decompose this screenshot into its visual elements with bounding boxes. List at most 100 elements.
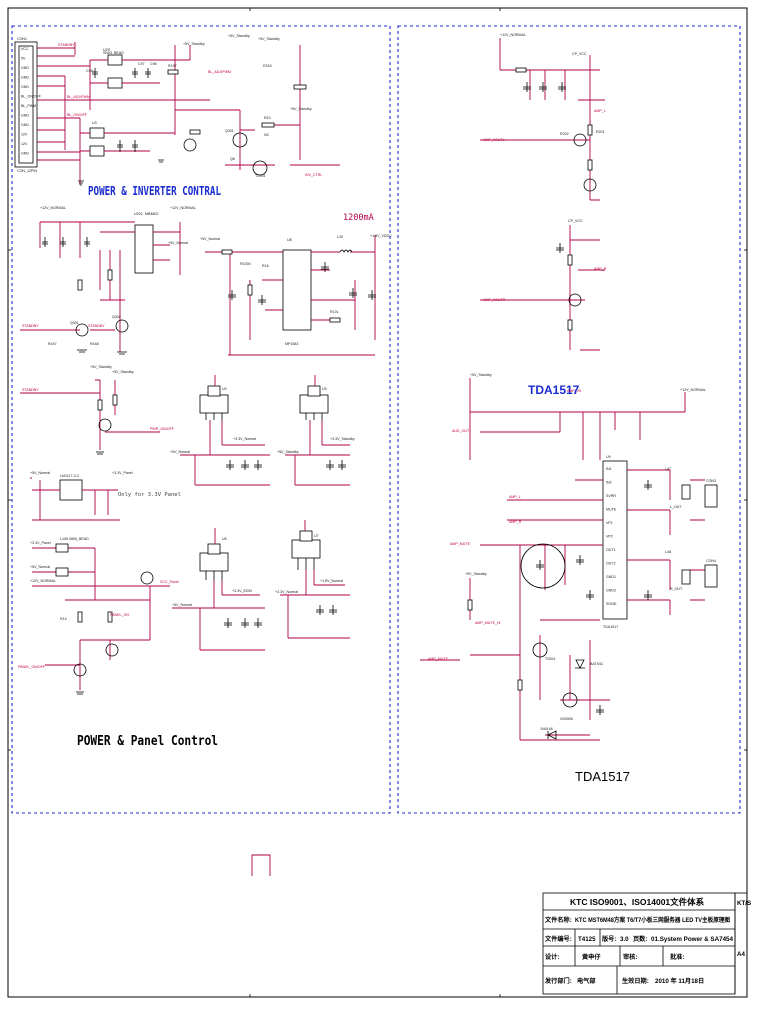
tb-doc-name: KTC MST6M48方案 T6/T7小板三网服务器 LED TV主板原理图 xyxy=(575,916,730,924)
svg-text:+3.3V_Normal: +3.3V_Normal xyxy=(233,437,256,441)
svg-text:AMP_AOUTL: AMP_AOUTL xyxy=(483,138,505,142)
right-region-box xyxy=(397,25,741,814)
outer-frame xyxy=(7,7,748,998)
tda-pin-label: SVRR xyxy=(606,494,616,498)
svg-text:T2004: T2004 xyxy=(255,174,265,178)
svg-text:U7: U7 xyxy=(314,534,319,538)
svg-text:STANDBY: STANDBY xyxy=(22,388,39,392)
tb-doc-no: T4125 xyxy=(578,936,596,943)
tda-pin-label: IN1 xyxy=(606,467,612,471)
svg-text:L47: L47 xyxy=(665,467,671,471)
tb-design-label: 设计: xyxy=(545,953,559,961)
standby-switch: STANDBY +5V_Standby +5V_Standby PWR_ON/O… xyxy=(20,365,175,455)
svg-text:U5: U5 xyxy=(322,387,327,391)
tda1517-block: U9 TDA1517 IN1IN2SVRRMUTEVP1VP2OUT1OUT2G… xyxy=(450,373,718,741)
tda-mute-control: +5V_Standby AMP_MUTE AMP_MUTE_Hi BAT54C … xyxy=(420,572,610,740)
connector-pin-label: BL_PWM xyxy=(21,104,36,108)
tb-page: 01.System Power & SA7454 xyxy=(651,936,734,943)
svg-text:TDA1517: TDA1517 xyxy=(603,625,618,629)
svg-text:+5V_Standby: +5V_Standby xyxy=(465,572,487,576)
svg-text:+5V_Normal: +5V_Normal xyxy=(30,471,50,475)
ldo-block-3: U6 +5V_Normal +3.3V_EDID xyxy=(172,528,265,651)
svg-text:+5V_Standby: +5V_Standby xyxy=(90,365,112,369)
ground-symbol xyxy=(251,854,271,876)
svg-text:NC: NC xyxy=(264,133,270,137)
svg-text:CON_12PIN: CON_12PIN xyxy=(17,169,37,173)
svg-text:BAT54C: BAT54C xyxy=(590,662,604,666)
svg-text:AMP_R: AMP_R xyxy=(509,520,522,524)
svg-text:MB4802: MB4802 xyxy=(145,212,158,216)
section-title-inverter: POWER & INVERTER CONTRAL xyxy=(88,184,221,198)
svg-text:+5V_Standby: +5V_Standby xyxy=(112,370,134,374)
svg-text:AMP_R: AMP_R xyxy=(594,267,607,271)
svg-text:R10: R10 xyxy=(264,116,271,120)
svg-text:+12V_NORMAL: +12V_NORMAL xyxy=(170,206,196,210)
tda-pin-label: GND2 xyxy=(606,589,616,593)
svg-text:STANDBY: STANDBY xyxy=(58,43,75,47)
bead-group-top: U2S SN03_BEAD C98 C97 C96 xyxy=(86,48,190,110)
svg-text:+3.3V_Normal: +3.3V_Normal xyxy=(275,590,298,594)
connector-pin-label: 12V xyxy=(21,133,28,137)
svg-text:+5V_Standby: +5V_Standby xyxy=(470,373,492,377)
svg-text:+3.3V_Panel: +3.3V_Panel xyxy=(30,541,51,545)
tda-pin-label: OUT1 xyxy=(606,548,616,552)
connector-pin-label: BL_ON/OFF xyxy=(21,95,42,99)
svg-text:AMP_L: AMP_L xyxy=(594,109,606,113)
svg-text:PANEL_ON/OFF: PANEL_ON/OFF xyxy=(18,665,46,669)
connector-pin-label: VCC xyxy=(21,47,29,51)
svg-text:AMP_MUTE: AMP_MUTE xyxy=(450,542,471,546)
svg-text:L48: L48 xyxy=(665,550,671,554)
ldo-block-2: U5 +5V_Standby +3.3V_Standby xyxy=(277,375,355,486)
svg-text:Q302: Q302 xyxy=(112,315,121,319)
svg-text:C96: C96 xyxy=(150,62,157,66)
svg-text:BL_ADJ/PWM: BL_ADJ/PWM xyxy=(208,70,231,74)
svg-text:R101: R101 xyxy=(330,310,339,314)
inverter-switch: Q301 Q8 T2004 R316 R10 NC R197 +5V_Stand… xyxy=(78,34,340,186)
mute-driver-1: +12V_NORMAL CP_VCC AMP_AOUTL AMP_L R202 … xyxy=(480,33,606,201)
svg-text:+1.8V_VDDC: +1.8V_VDDC xyxy=(370,234,392,238)
bead-group-mid: U3 xyxy=(80,121,175,157)
svg-text:+1.8V_Normal: +1.8V_Normal xyxy=(320,579,343,583)
svg-text:L30: L30 xyxy=(337,235,343,239)
svg-text:R448: R448 xyxy=(90,342,99,346)
panel-33-block: LM1117-3.3 +5V_Normal +3.3V_Panel Only f… xyxy=(30,471,181,521)
connector-pin-label: GND xyxy=(21,85,29,89)
svg-text:AMP_MUTE_Hi: AMP_MUTE_Hi xyxy=(475,621,501,625)
svg-text:R14: R14 xyxy=(60,617,67,621)
svg-text:L_OUT: L_OUT xyxy=(670,505,682,509)
svg-text:CON1: CON1 xyxy=(17,37,27,41)
svg-text:2N3906: 2N3906 xyxy=(560,717,573,721)
svg-text:BL_ON/OFF: BL_ON/OFF xyxy=(67,113,88,117)
svg-text:+5V_Standby: +5V_Standby xyxy=(258,37,280,41)
svg-text:+12V_NORMAL: +12V_NORMAL xyxy=(30,579,56,583)
svg-text:R201: R201 xyxy=(596,130,605,134)
tb-date-label: 生效日期: xyxy=(622,977,649,985)
tda-pin-label: VP1 xyxy=(606,521,613,525)
svg-text:AMP_AOUTR: AMP_AOUTR xyxy=(483,298,506,302)
svg-text:U8: U8 xyxy=(287,238,292,242)
tda-pin-label: SGND xyxy=(606,602,617,606)
tb-approve-label: 批准: xyxy=(670,953,684,961)
svg-text:CON4: CON4 xyxy=(706,559,716,563)
svg-text:PWR_ON/OFF: PWR_ON/OFF xyxy=(150,427,175,431)
tb-designer: 黄申仔 xyxy=(582,953,601,961)
connector-pin-label: GND xyxy=(21,114,29,118)
tb-system-code: KT/S xyxy=(737,900,751,907)
svg-text:AMP_V5: AMP_V5 xyxy=(567,389,581,393)
svg-text:R447: R447 xyxy=(48,342,57,346)
svg-text:+5V_Normal: +5V_Normal xyxy=(170,450,190,454)
tb-doc-name-label: 文件名称: xyxy=(545,916,572,924)
svg-text:U6: U6 xyxy=(222,537,227,541)
svg-text:MP1583: MP1583 xyxy=(285,342,298,346)
panel-note: Only for 3.3V Panel xyxy=(118,492,181,498)
connector-pin-label: 12V xyxy=(21,142,28,146)
title-block: KTC ISO9001、ISO14001文件体系 KT/S 文件名称: KTC … xyxy=(542,892,751,995)
svg-text:T2004: T2004 xyxy=(545,657,555,661)
svg-text:U4: U4 xyxy=(222,387,227,391)
section-title-panel: POWER & Panel Control xyxy=(77,733,218,749)
inverter-connector: CON1 VCC5VGNDGNDGNDBL_ON/OFFBL_PWMGNDGND… xyxy=(14,37,42,173)
ldo-block-1: U4 +5V_Normal +3.3V_Normal xyxy=(170,375,270,486)
svg-text:CON3: CON3 xyxy=(706,479,716,483)
svg-text:Q8: Q8 xyxy=(230,157,235,161)
